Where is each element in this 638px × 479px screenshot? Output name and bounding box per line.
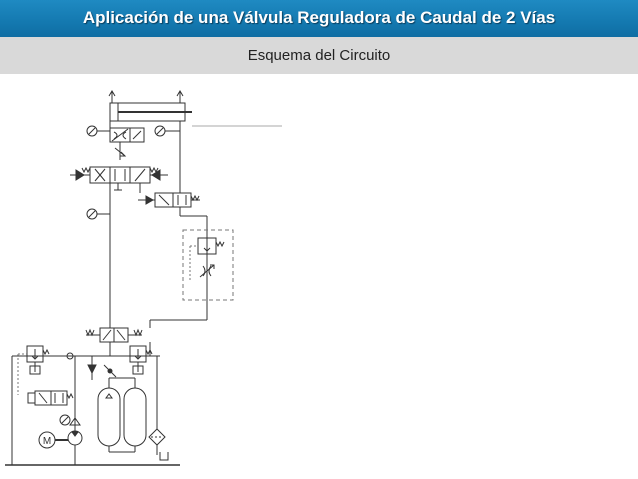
- slide-title: Aplicación de una Válvula Reguladora de …: [82, 8, 556, 27]
- accumulator-icon: [97, 378, 121, 452]
- motor-icon: M: [38, 431, 68, 449]
- pressure-gauge-icon: [86, 208, 110, 220]
- cylinder-icon: [108, 90, 282, 127]
- filter-icon: [148, 356, 166, 455]
- title-bar: Aplicación de una Válvula Reguladora de …: [0, 0, 638, 37]
- pump-icon: [67, 356, 83, 465]
- slide-subtitle: Esquema del Circuito: [247, 47, 391, 64]
- motor-label: M: [43, 436, 51, 447]
- directional-valve-icon: [27, 390, 74, 406]
- tank-icon: [159, 452, 169, 461]
- directional-valve-icon: [70, 166, 168, 191]
- pressure-gauge-icon: [86, 125, 110, 137]
- accumulator-icon: [123, 378, 147, 452]
- directional-valve-icon: [85, 327, 143, 343]
- directional-valve-icon: [138, 192, 200, 208]
- pressure-relief-valve-icon: [17, 345, 50, 395]
- hydraulic-circuit-diagram: M: [5, 90, 282, 466]
- pressure-gauge-icon: [154, 125, 180, 137]
- check-valve-icon: [66, 352, 117, 380]
- pressure-gauge-icon: [59, 414, 71, 426]
- flow-control-valve-icon: [182, 229, 234, 301]
- subtitle-bar: Esquema del Circuito: [0, 37, 638, 74]
- flow-control-valve-icon: [109, 127, 145, 160]
- pressure-relief-valve-icon: [129, 345, 153, 375]
